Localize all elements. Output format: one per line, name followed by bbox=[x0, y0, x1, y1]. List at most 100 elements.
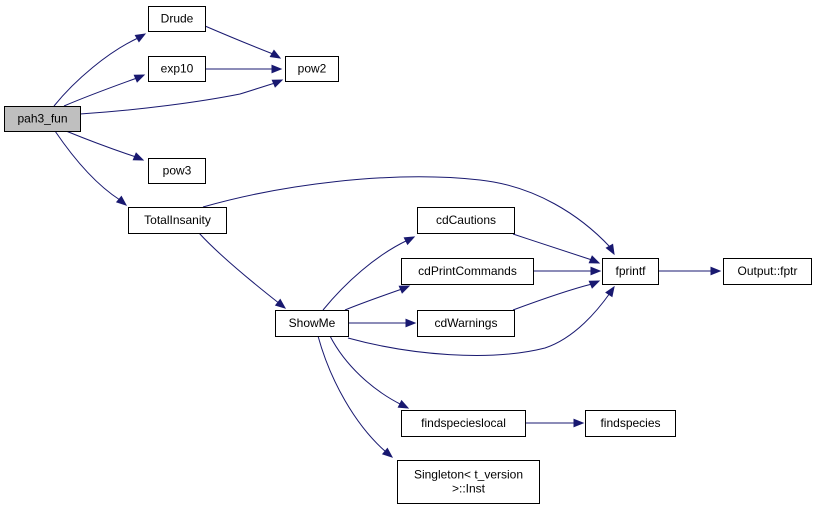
node-label: >::Inst bbox=[452, 482, 486, 496]
node-box[interactable] bbox=[4, 106, 81, 132]
edge-arrowhead bbox=[271, 79, 284, 88]
node-label: Drude bbox=[161, 12, 194, 26]
edge-pah3_fun-to-pow3 bbox=[65, 130, 145, 161]
edge-line bbox=[202, 176, 611, 248]
node-label: Output::fptr bbox=[737, 264, 797, 278]
edge-pah3_fun-to-TotalInsanity bbox=[54, 130, 128, 206]
node-label: cdPrintCommands bbox=[418, 264, 517, 278]
node-cdWarnings[interactable]: cdWarnings bbox=[417, 310, 515, 337]
node-label: pow2 bbox=[298, 62, 327, 76]
node-exp10[interactable]: exp10 bbox=[148, 56, 206, 82]
edge-arrowhead bbox=[405, 318, 417, 328]
edge-line bbox=[65, 130, 137, 158]
edge-arrowhead bbox=[573, 418, 585, 428]
edge-arrowhead bbox=[588, 255, 601, 264]
edge-arrowhead bbox=[132, 152, 145, 161]
node-box[interactable] bbox=[585, 410, 676, 437]
edge-arrowhead bbox=[398, 285, 411, 294]
edge-pah3_fun-to-exp10 bbox=[63, 74, 146, 107]
edge-pah3_fun-to-pow2 bbox=[79, 79, 284, 115]
node-fprintf[interactable]: fprintf bbox=[602, 258, 659, 285]
edge-arrowhead bbox=[710, 266, 722, 276]
node-label: pah3_fun bbox=[17, 112, 67, 126]
edge-TotalInsanity-to-fprintf bbox=[202, 176, 615, 256]
node-TotalInsanity[interactable]: TotalInsanity bbox=[128, 207, 227, 234]
edge-arrowhead bbox=[605, 285, 615, 298]
edge-ShowMe-to-fprintf bbox=[347, 285, 615, 356]
node-Drude[interactable]: Drude bbox=[148, 6, 206, 32]
node-box[interactable] bbox=[401, 258, 534, 285]
edge-ShowMe-to-cdPrintCommands bbox=[344, 285, 411, 311]
node-box[interactable] bbox=[285, 56, 339, 82]
node-box[interactable] bbox=[602, 258, 659, 285]
edge-line bbox=[512, 233, 593, 261]
node-ShowMe[interactable]: ShowMe bbox=[275, 310, 349, 337]
node-box[interactable] bbox=[148, 6, 206, 32]
node-label: Singleton< t_version bbox=[414, 468, 523, 482]
edge-cdWarnings-to-fprintf bbox=[512, 280, 601, 311]
edge-line bbox=[329, 335, 403, 406]
edge-cdPrintCommands-to-fprintf bbox=[533, 266, 602, 276]
node-Output_fptr[interactable]: Output::fptr bbox=[723, 258, 812, 285]
edge-arrowhead bbox=[269, 49, 282, 59]
edge-ShowMe-to-cdWarnings bbox=[348, 318, 417, 328]
edge-line bbox=[512, 283, 593, 311]
edges-layer bbox=[53, 25, 722, 458]
node-box[interactable] bbox=[148, 56, 206, 82]
edge-line bbox=[53, 37, 139, 107]
node-label: cdCautions bbox=[436, 213, 496, 227]
node-label: TotalInsanity bbox=[144, 213, 211, 227]
node-label: exp10 bbox=[161, 62, 194, 76]
edge-arrowhead bbox=[397, 399, 410, 409]
edge-line bbox=[322, 239, 409, 311]
edge-arrowhead bbox=[590, 266, 602, 276]
node-label: ShowMe bbox=[289, 316, 336, 330]
edge-cdCautions-to-fprintf bbox=[512, 233, 601, 264]
edge-TotalInsanity-to-ShowMe bbox=[198, 232, 287, 309]
edge-pah3_fun-to-Drude bbox=[53, 33, 147, 107]
edge-line bbox=[347, 292, 611, 356]
node-box[interactable] bbox=[275, 310, 349, 337]
node-box[interactable] bbox=[148, 158, 206, 184]
edge-exp10-to-pow2 bbox=[205, 64, 283, 74]
edge-fprintf-to-Output_fptr bbox=[658, 266, 722, 276]
node-cdPrintCommands[interactable]: cdPrintCommands bbox=[401, 258, 534, 285]
node-findspecieslocal[interactable]: findspecieslocal bbox=[401, 410, 526, 437]
edge-ShowMe-to-Singleton_Inst bbox=[317, 335, 394, 458]
node-box[interactable] bbox=[417, 207, 515, 234]
edge-arrowhead bbox=[274, 298, 287, 309]
edge-arrowhead bbox=[588, 280, 601, 289]
edge-findspecieslocal-to-findspecies bbox=[525, 418, 585, 428]
node-box[interactable] bbox=[723, 258, 812, 285]
edge-line bbox=[317, 335, 387, 453]
edge-line bbox=[63, 77, 138, 107]
node-Singleton_Inst[interactable]: Singleton< t_version>::Inst bbox=[397, 460, 540, 504]
node-pah3_fun[interactable]: pah3_fun bbox=[4, 106, 81, 132]
edge-line bbox=[204, 25, 274, 55]
node-label: pow3 bbox=[163, 164, 192, 178]
edge-arrowhead bbox=[403, 236, 416, 246]
edge-arrowhead bbox=[115, 195, 128, 206]
edge-line bbox=[344, 288, 403, 311]
node-label: cdWarnings bbox=[435, 316, 498, 330]
node-pow2[interactable]: pow2 bbox=[285, 56, 339, 82]
node-label: findspecies bbox=[600, 416, 660, 430]
node-label: findspecieslocal bbox=[421, 416, 506, 430]
node-box[interactable] bbox=[417, 310, 515, 337]
node-box[interactable] bbox=[401, 410, 526, 437]
edge-arrowhead bbox=[133, 74, 146, 83]
node-box[interactable] bbox=[397, 460, 540, 504]
node-box[interactable] bbox=[128, 207, 227, 234]
edge-arrowhead bbox=[271, 64, 283, 74]
node-pow3[interactable]: pow3 bbox=[148, 158, 206, 184]
node-cdCautions[interactable]: cdCautions bbox=[417, 207, 515, 234]
edge-ShowMe-to-findspecieslocal bbox=[329, 335, 410, 409]
edge-arrowhead bbox=[381, 447, 394, 458]
edge-line bbox=[79, 82, 276, 115]
edge-arrowhead bbox=[134, 33, 147, 43]
edge-line bbox=[54, 130, 121, 201]
node-findspecies[interactable]: findspecies bbox=[585, 410, 676, 437]
edge-Drude-to-pow2 bbox=[204, 25, 282, 59]
